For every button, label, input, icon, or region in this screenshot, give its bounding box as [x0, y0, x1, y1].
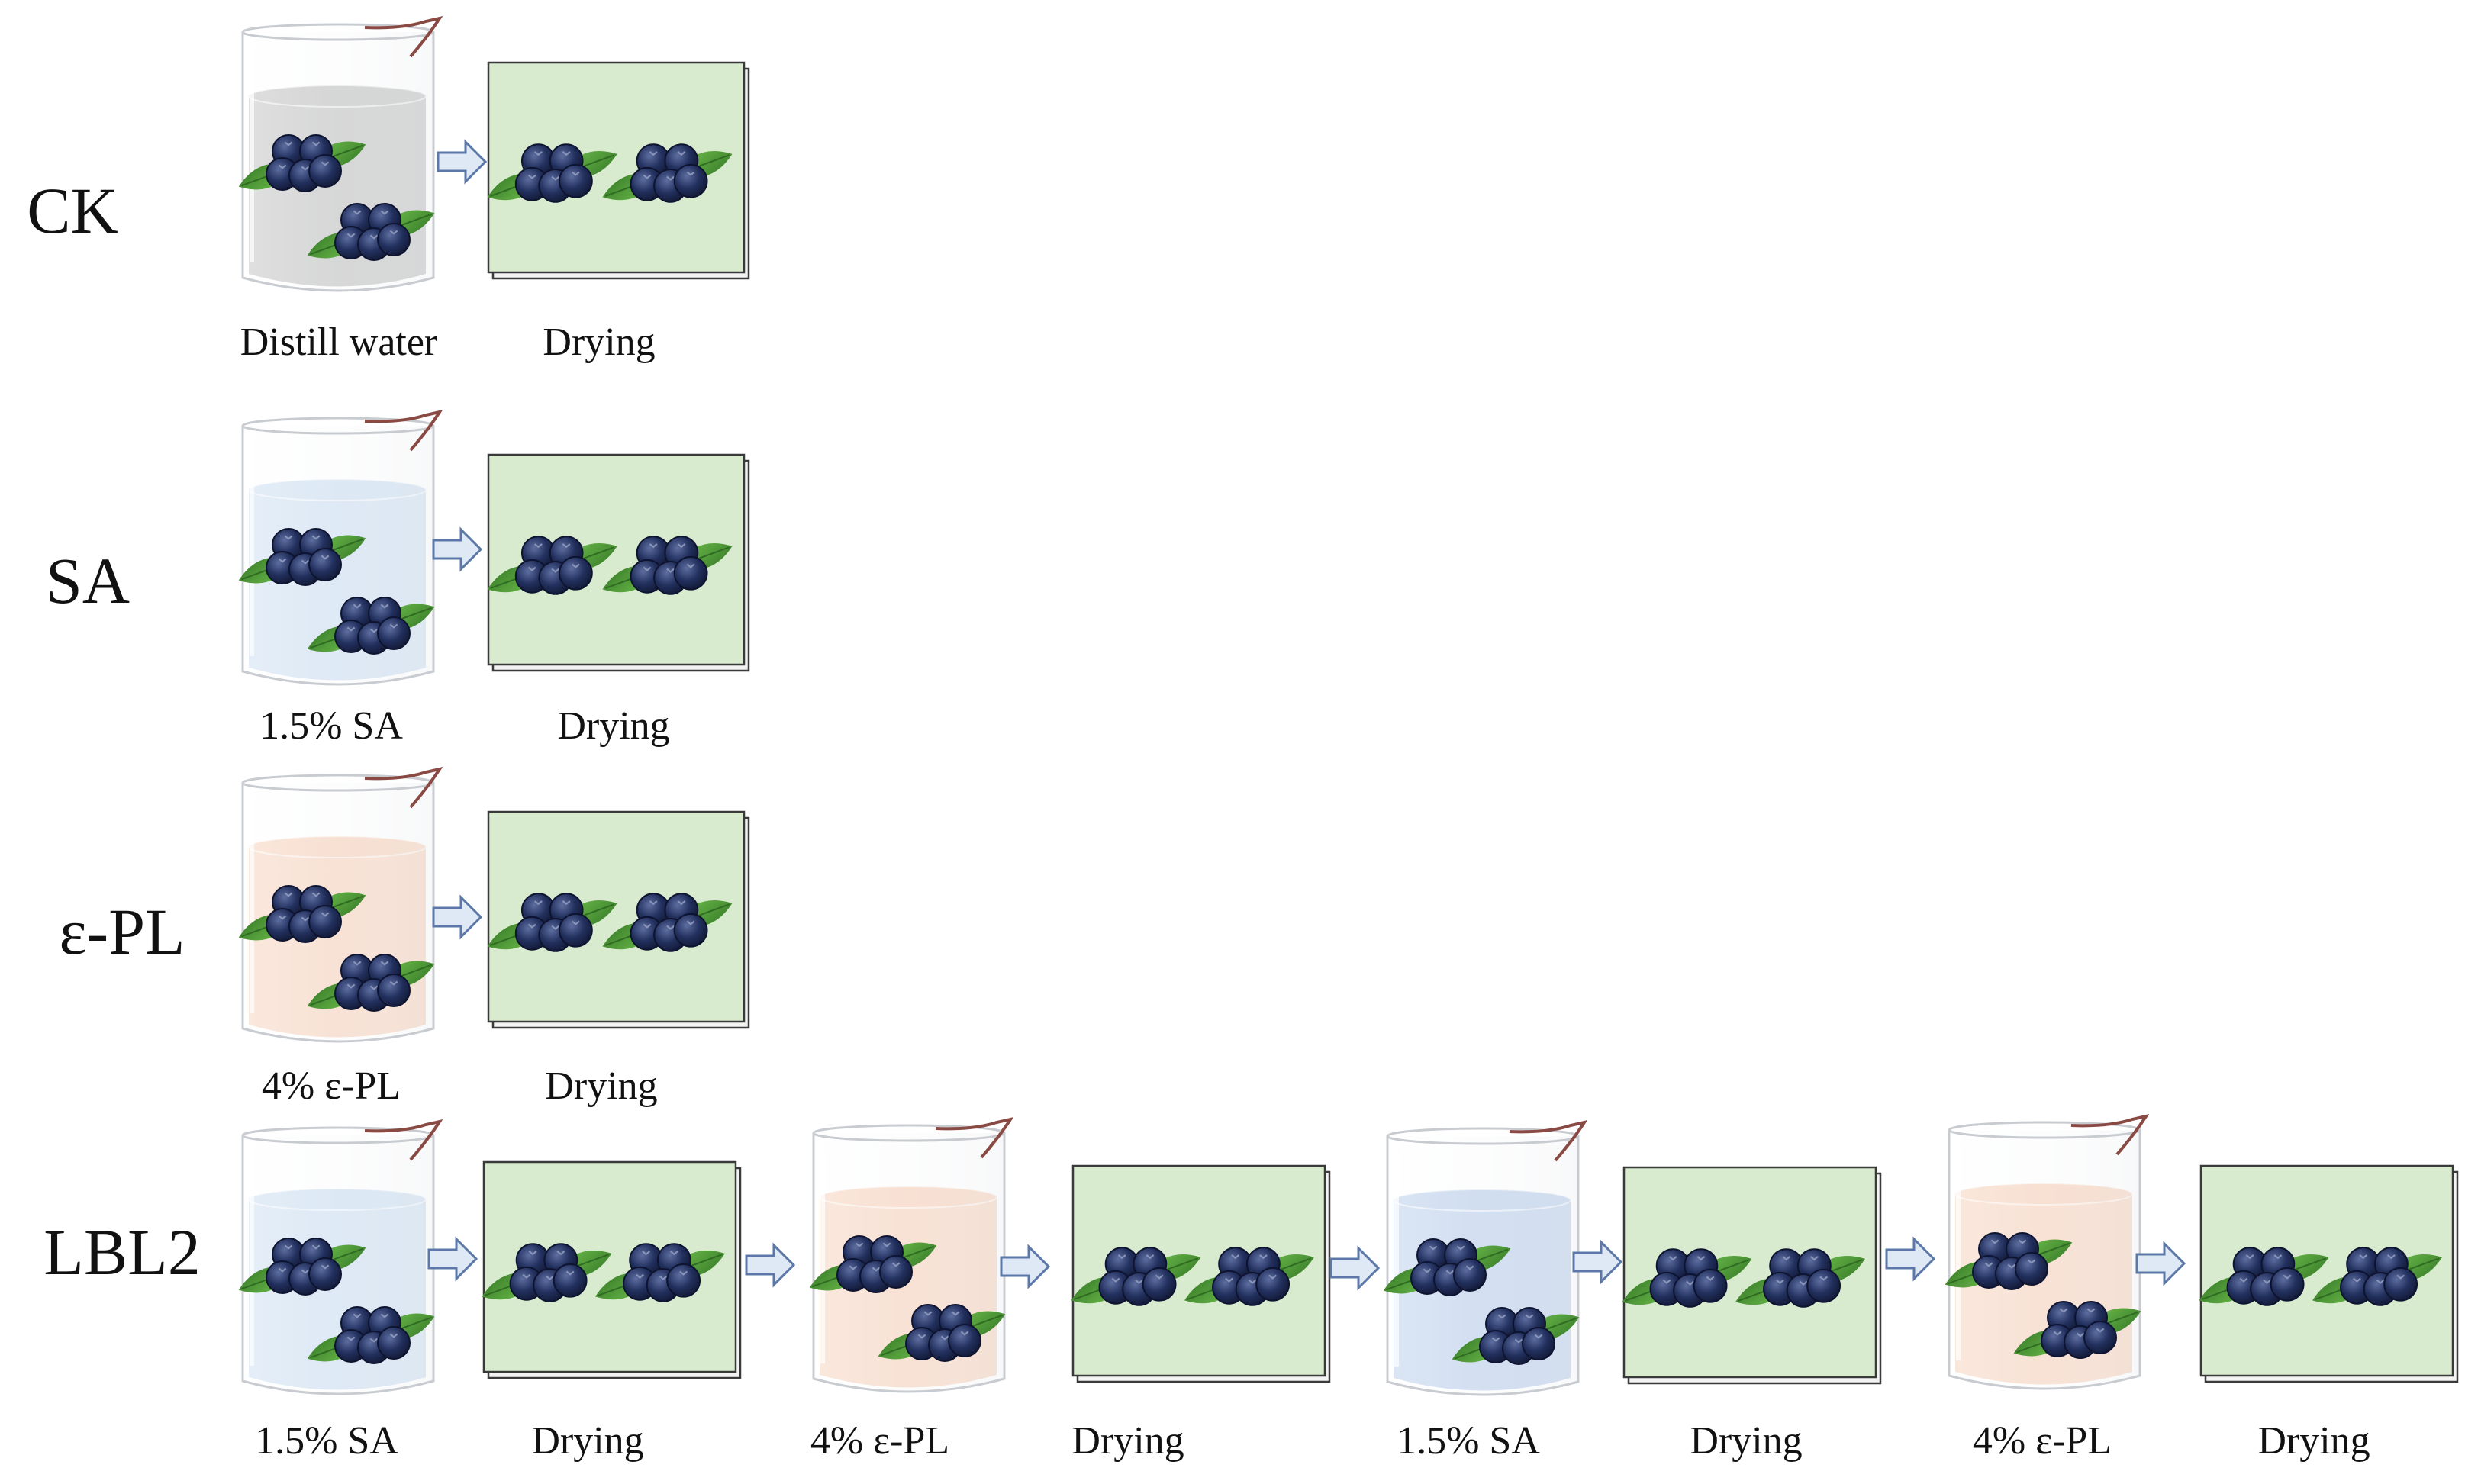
blueberry [673, 163, 708, 198]
row-label-2: ε-PL [59, 895, 185, 968]
blueberry-cluster [307, 1306, 435, 1364]
beaker-spout [935, 1117, 1014, 1159]
blueberry-cluster [487, 143, 617, 203]
beaker-spout [2070, 1114, 2150, 1156]
blueberry [673, 555, 708, 591]
blueberry [2383, 1267, 2418, 1302]
step-caption: 1.5% SA [1397, 1419, 1540, 1463]
process-arrow [432, 894, 483, 940]
process-arrow [1000, 1244, 1051, 1289]
blueberry [377, 223, 411, 256]
blueberry [377, 974, 411, 1007]
blueberry [2015, 1252, 2048, 1286]
blueberry [879, 1255, 913, 1289]
blueberry [1522, 1327, 1555, 1360]
beaker-spout [364, 767, 443, 809]
step-caption: Drying [1071, 1419, 1184, 1463]
blueberry-cluster [307, 203, 435, 261]
process-arrow [1885, 1236, 1936, 1282]
drying-tray [487, 453, 746, 666]
row-label-1: SA [46, 544, 130, 617]
process-arrow [1329, 1245, 1381, 1291]
blueberry [948, 1324, 981, 1357]
blueberry-cluster [307, 597, 435, 655]
blueberry [1142, 1267, 1177, 1302]
blueberry [308, 1257, 342, 1291]
process-arrow [1572, 1239, 1623, 1285]
step-caption: Distill water [240, 320, 438, 364]
step-caption: 1.5% SA [255, 1419, 398, 1463]
blueberry [558, 555, 593, 591]
blueberry [666, 1263, 701, 1298]
drying-box [487, 453, 750, 672]
blueberry [377, 616, 411, 650]
blueberry [1806, 1268, 1842, 1303]
blueberry-cluster [878, 1304, 1006, 1362]
process-arrow [2135, 1241, 2186, 1286]
process-arrow [432, 526, 483, 572]
beaker-spout [364, 410, 443, 452]
blueberry [2270, 1267, 2305, 1302]
blueberry-cluster [238, 1238, 366, 1296]
blueberry-cluster [1945, 1232, 2073, 1290]
blueberry [308, 548, 342, 581]
blueberry [1255, 1267, 1290, 1302]
blueberry-cluster [1622, 1248, 1752, 1308]
blueberry-cluster [487, 536, 617, 595]
drying-box [2199, 1164, 2459, 1383]
step-caption: Drying [557, 704, 669, 748]
blueberry [673, 913, 708, 948]
step-caption: 1.5% SA [259, 704, 403, 748]
blueberry-cluster [602, 536, 733, 595]
row-label-0: CK [27, 174, 118, 247]
step-caption: Drying [531, 1419, 643, 1463]
blueberry [308, 154, 342, 188]
blueberry [1693, 1268, 1728, 1303]
process-arrow [427, 1236, 478, 1282]
blueberry [308, 905, 342, 938]
blueberry-cluster [1452, 1307, 1580, 1365]
blueberry-cluster [1735, 1248, 1865, 1308]
step-caption: 4% ε-PL [810, 1419, 949, 1463]
blueberry-cluster [487, 893, 617, 952]
beaker-spout [364, 16, 443, 58]
blueberry [1453, 1258, 1487, 1292]
blueberry-cluster [2312, 1247, 2442, 1306]
blueberry-cluster [2013, 1301, 2141, 1359]
blueberry [558, 913, 593, 948]
blueberry-cluster [238, 885, 366, 943]
blueberry [553, 1263, 588, 1298]
process-arrow [437, 139, 488, 185]
blueberry-cluster [595, 1243, 725, 1302]
blueberry-cluster [2199, 1247, 2329, 1306]
step-caption: Drying [545, 1064, 657, 1108]
blueberry [377, 1326, 411, 1360]
blueberry-cluster [1383, 1238, 1511, 1296]
blueberry-cluster [307, 954, 435, 1012]
blueberry-cluster [809, 1235, 937, 1293]
step-caption: 4% ε-PL [262, 1064, 401, 1108]
blueberry-cluster [482, 1243, 612, 1302]
blueberry-cluster [238, 528, 366, 586]
blueberry-cluster [602, 893, 733, 952]
blueberry-cluster [1071, 1247, 1201, 1306]
blueberry [558, 163, 593, 198]
blueberry [2083, 1321, 2117, 1354]
drying-box [487, 61, 750, 280]
blueberry-cluster [602, 143, 733, 203]
blueberry-cluster [1184, 1247, 1314, 1306]
blueberry-cluster [238, 134, 366, 192]
beaker-spout [364, 1119, 443, 1161]
beaker-spout [1509, 1120, 1588, 1162]
row-label-3: LBL2 [44, 1215, 200, 1289]
step-caption: 4% ε-PL [1973, 1419, 2112, 1463]
step-caption: Drying [543, 320, 655, 364]
step-caption: Drying [2257, 1419, 2370, 1463]
step-caption: Drying [1690, 1419, 1802, 1463]
process-arrow [745, 1242, 796, 1288]
